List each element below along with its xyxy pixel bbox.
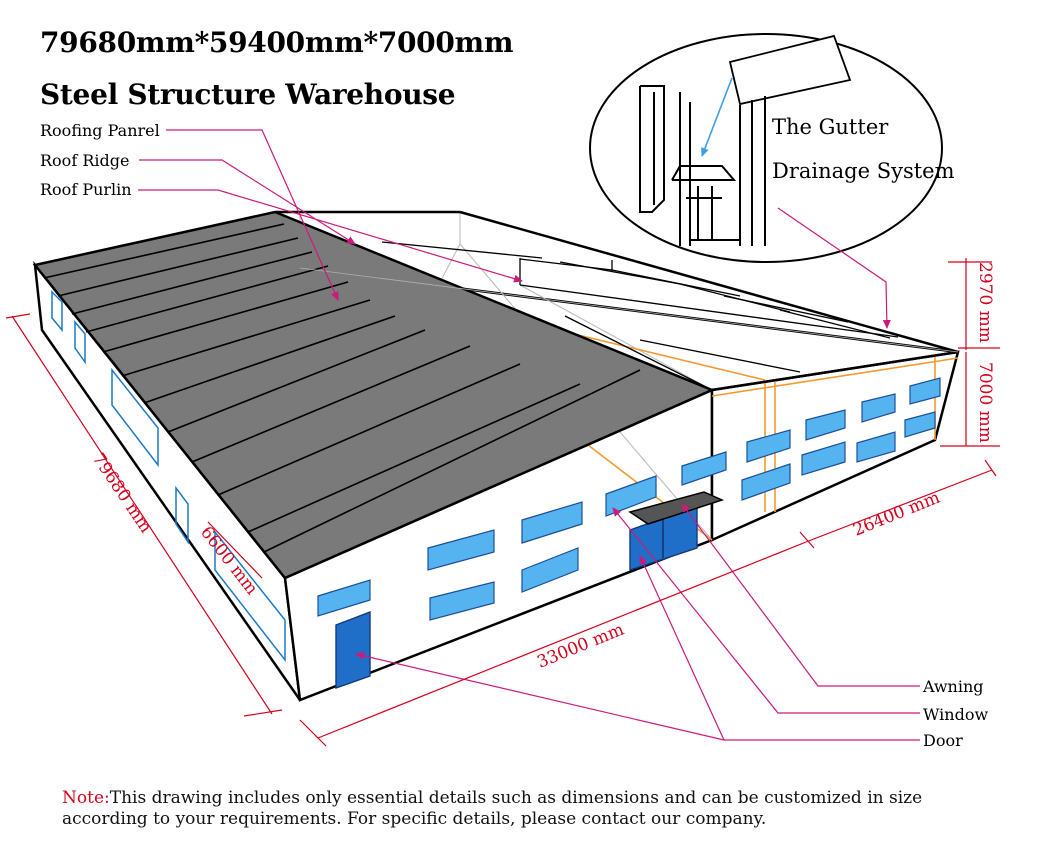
label-roof-purlin: Roof Purlin [40, 180, 132, 199]
note-text: This drawing includes only essential det… [62, 788, 923, 829]
leader-lines [138, 129, 920, 741]
gutter-detail: The Gutter Drainage System [589, 33, 955, 263]
label-awning: Awning [922, 677, 984, 696]
awning [628, 491, 725, 525]
label-roof-ridge: Roof Ridge [40, 151, 129, 170]
dim-roof-rise: 2970 mm [975, 262, 995, 343]
label-roofing-panel: Roofing Panrel [40, 121, 160, 140]
label-window: Window [923, 705, 988, 724]
label-door: Door [923, 731, 963, 750]
gutter-label-line1: The Gutter [772, 115, 889, 139]
note: Note:This drawing includes only essentia… [62, 788, 1012, 830]
gutter-label-line2: Drainage System [772, 159, 955, 183]
dim-span-front: 33000 mm [534, 620, 627, 673]
dim-eave-height: 7000 mm [975, 362, 995, 443]
dimension-lines [5, 258, 1000, 747]
doors [335, 505, 698, 689]
title-warehouse: Steel Structure Warehouse [40, 78, 455, 111]
roof-purlins-frame [275, 210, 959, 392]
title-dimensions: 79680mm*59400mm*7000mm [40, 26, 513, 59]
note-prefix: Note: [62, 788, 110, 808]
dim-span-rear: 26400 mm [850, 488, 943, 541]
windows-front [317, 377, 941, 621]
